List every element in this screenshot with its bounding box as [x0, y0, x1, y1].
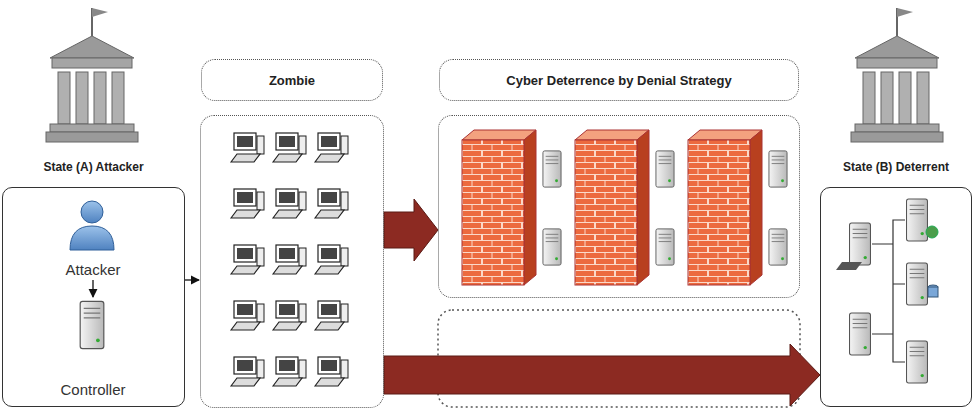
icon-label: Attacker — [36, 261, 150, 278]
block-arrow — [384, 344, 820, 406]
panel-heading: Cyber Deterrence by Denial Strategy — [439, 59, 799, 101]
zombie-computer — [273, 357, 306, 386]
state-box: State (B) Deterrent — [820, 187, 972, 407]
firewall — [575, 130, 674, 285]
deterrent-network — [836, 199, 938, 383]
zombie-computer — [231, 301, 264, 330]
defense-panel: Cyber Deterrence by Denial Strategy — [438, 115, 800, 298]
zombie-computer — [231, 133, 264, 162]
firewall — [462, 130, 561, 285]
state-heading: State (B) Deterrent — [781, 160, 974, 174]
zombie-computer — [273, 245, 306, 274]
state-box: State (A) AttackerAttackerController — [2, 187, 185, 407]
controller-server — [80, 301, 104, 348]
zombie-computer — [315, 245, 348, 274]
zombie-computer — [231, 245, 264, 274]
zombie-computer — [315, 133, 348, 162]
icon-label: Controller — [36, 381, 150, 398]
firewall — [688, 130, 787, 285]
zombie-computer — [315, 189, 348, 218]
state-building — [46, 8, 138, 142]
panel-heading: Zombie — [201, 59, 383, 101]
attacker-person — [70, 201, 114, 250]
flow-arrow — [92, 280, 93, 297]
zombie-computers — [231, 133, 348, 386]
zombie-computer — [315, 301, 348, 330]
zombie-panel: Zombie — [200, 115, 384, 408]
server-node: Controller — [36, 298, 150, 398]
zombie-computer — [273, 133, 306, 162]
state-building — [851, 8, 943, 142]
zombie-computer — [231, 189, 264, 218]
flow-arrow — [185, 279, 199, 280]
state-heading: State (A) Attacker — [0, 160, 224, 174]
zombie-computer — [315, 357, 348, 386]
actor-node: Attacker — [36, 193, 150, 278]
zombie-computer — [273, 301, 306, 330]
block-arrow — [384, 199, 438, 261]
zombie-computer — [231, 357, 264, 386]
zombie-computer — [273, 189, 306, 218]
